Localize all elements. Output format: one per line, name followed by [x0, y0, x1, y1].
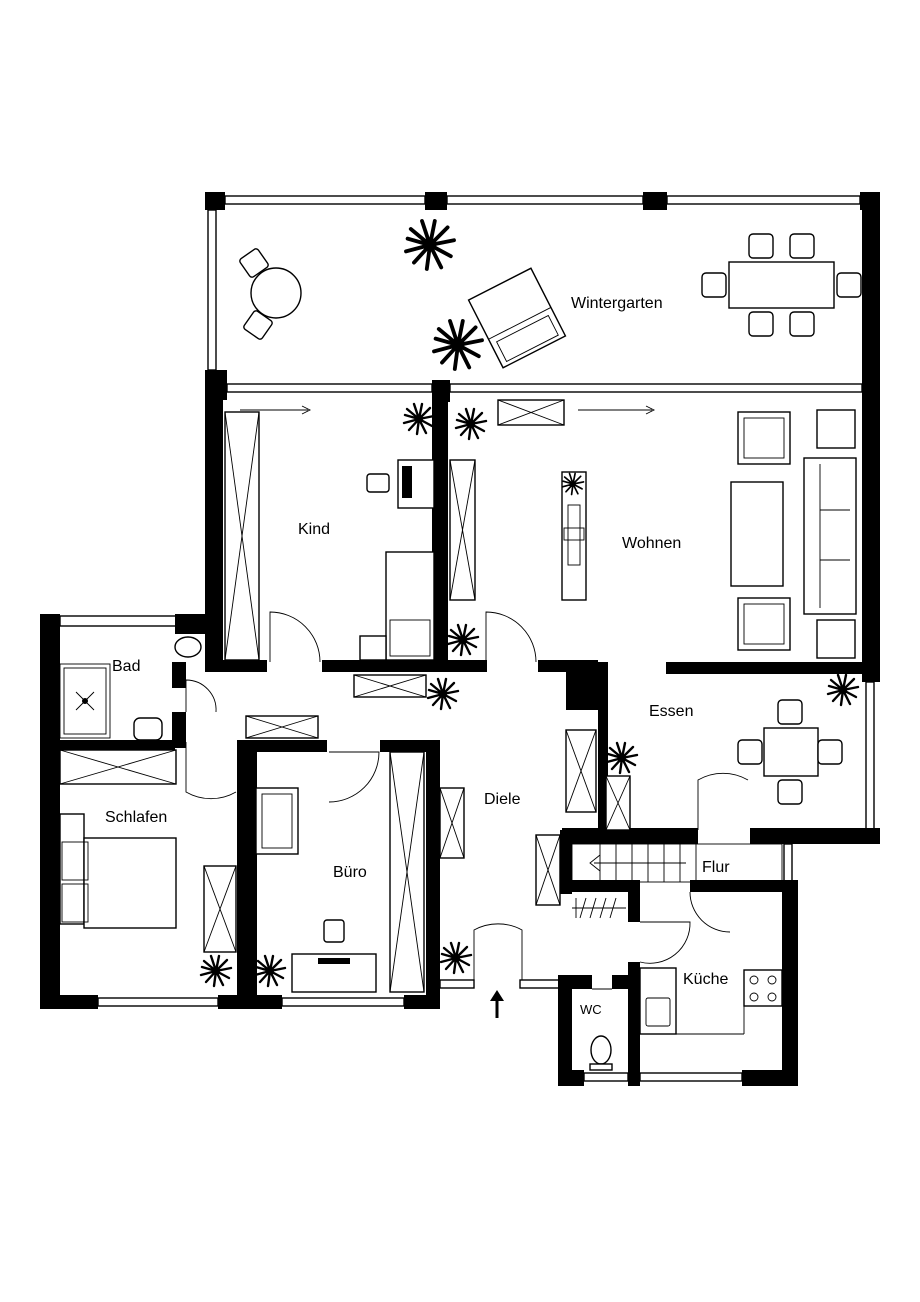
room-label-schlafen: Schlafen	[105, 809, 167, 826]
walls	[40, 192, 880, 1086]
room-label-buero: Büro	[333, 864, 367, 881]
room-label-wc: WC	[580, 1002, 602, 1017]
room-label-essen: Essen	[649, 703, 693, 720]
credit-text: www.grundriss.com	[41, 890, 56, 1009]
room-label-diele: Diele	[484, 791, 521, 808]
room-label-kueche: Küche	[683, 971, 728, 988]
round-table	[250, 267, 302, 319]
doors	[185, 611, 749, 990]
entrance-arrow-icon	[490, 990, 504, 1018]
room-label-bad: Bad	[112, 658, 140, 675]
room-label-flur: Flur	[702, 859, 730, 876]
furniture	[59, 233, 862, 1071]
room-label-wohnen: Wohnen	[622, 535, 681, 552]
room-label-wintergarten: Wintergarten	[571, 295, 663, 312]
dining-table	[728, 261, 835, 309]
room-label-kind: Kind	[298, 521, 330, 538]
